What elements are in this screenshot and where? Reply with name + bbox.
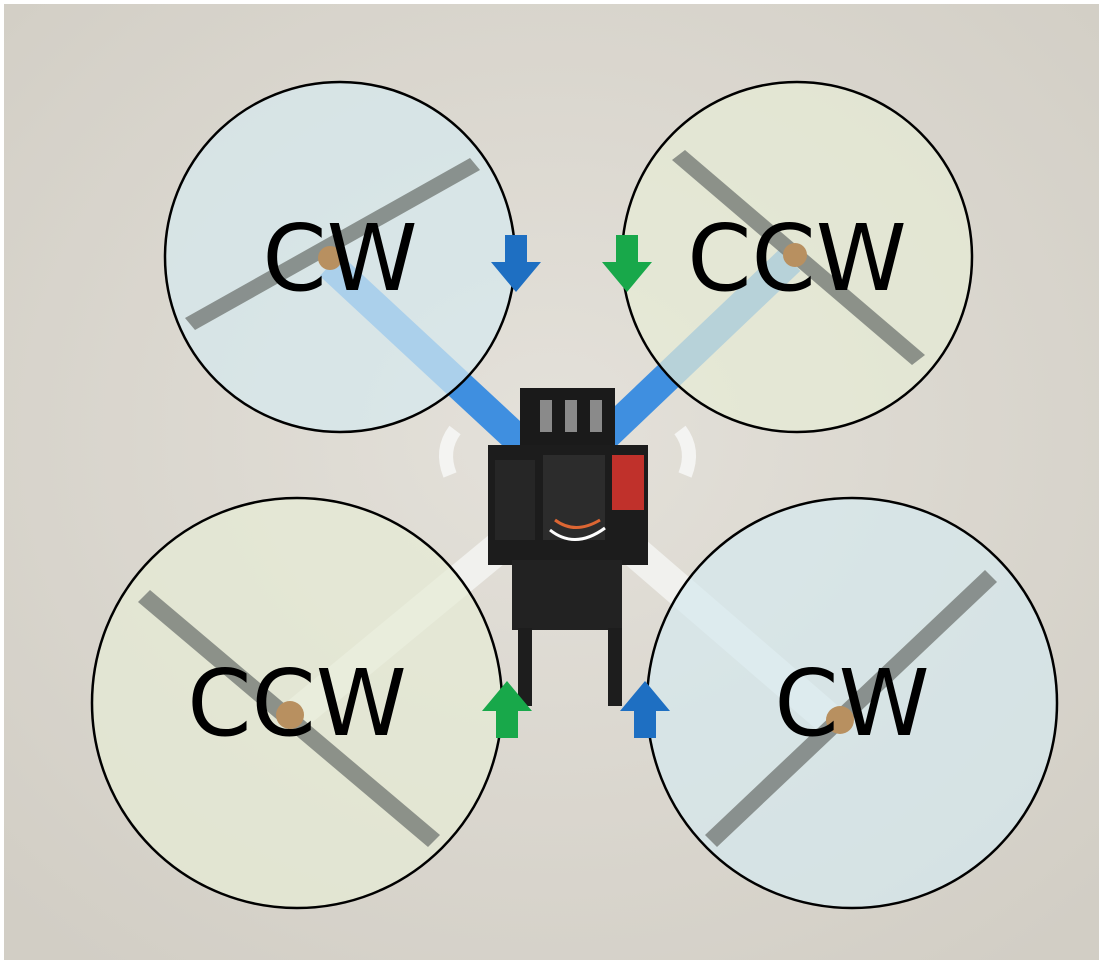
receiver-module bbox=[612, 455, 644, 510]
telemetry-module bbox=[495, 460, 535, 540]
arrow-down-blue-icon bbox=[491, 235, 541, 292]
rotation-label-top-right: CCW bbox=[687, 205, 906, 312]
rotor-bottom-right: CW bbox=[645, 496, 1059, 910]
drone-body bbox=[488, 388, 648, 706]
arrow-up-blue-icon bbox=[620, 681, 670, 738]
wiring bbox=[554, 518, 601, 529]
lower-plate bbox=[512, 560, 622, 630]
motor-hub bbox=[826, 706, 854, 734]
propeller-blade bbox=[705, 570, 997, 847]
rotor-top-left: CW bbox=[163, 80, 517, 434]
mount-slot bbox=[590, 400, 602, 432]
mount-slot bbox=[540, 400, 552, 432]
arrow-down-green-icon bbox=[602, 235, 652, 292]
motor-hub bbox=[276, 701, 304, 729]
rotation-label-top-left: CW bbox=[262, 205, 417, 312]
arrow-up-green-icon bbox=[482, 681, 532, 738]
rotation-label-bottom-right: CW bbox=[774, 650, 929, 757]
flight-controller bbox=[543, 455, 605, 540]
rear-leg-right bbox=[608, 628, 622, 706]
mount-slot bbox=[565, 400, 577, 432]
rotation-label-bottom-left: CCW bbox=[187, 650, 406, 757]
wiring bbox=[549, 526, 606, 541]
landing-gear-front-left bbox=[439, 425, 461, 478]
rotor-top-right: CCW bbox=[620, 80, 974, 434]
rear-leg-left bbox=[518, 628, 532, 706]
motor-hub bbox=[783, 243, 807, 267]
motor-hub bbox=[318, 246, 342, 270]
propeller-blade bbox=[185, 158, 480, 330]
rotor-bottom-left: CCW bbox=[90, 496, 504, 910]
landing-gear-front-right bbox=[674, 425, 696, 478]
